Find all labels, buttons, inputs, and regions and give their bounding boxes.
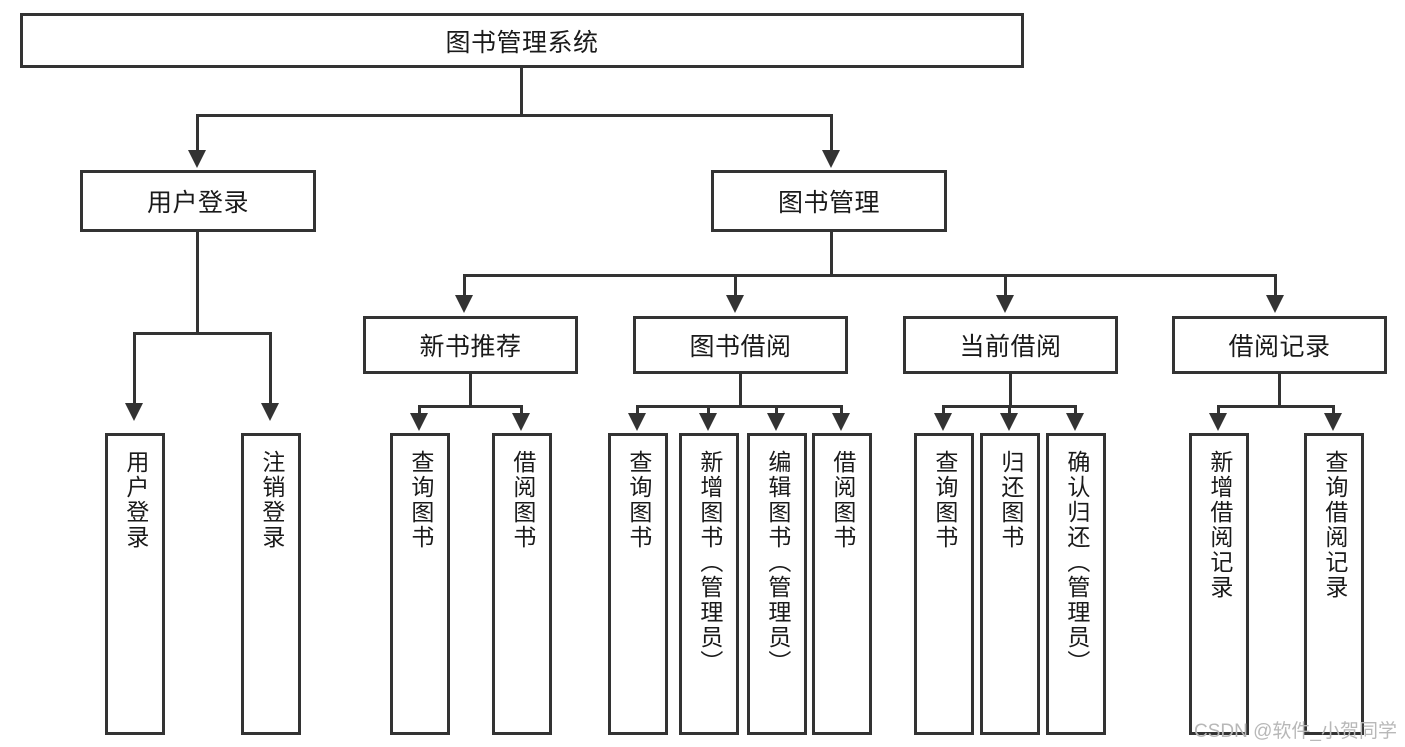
node-label: 编辑图书（管理员） [764,450,791,675]
arrow-book-mgmt-child-3 [996,295,1014,313]
leaf-user-login-logout[interactable]: 注销登录 [241,433,301,735]
arrow-new-book-child-2 [512,413,530,431]
arrow-current-borrow-child-1 [934,413,952,431]
node-user-login[interactable]: 用户登录 [80,170,316,232]
edge-user-login-child-2 [269,332,272,405]
node-label: 图书借阅 [689,333,792,361]
leaf-book-borrow-borrow[interactable]: 借阅图书 [812,433,872,735]
node-label: 图书管理系统 [445,28,599,57]
edge-book-mgmt-stem [830,232,833,276]
edge-root-to-book-mgmt [830,114,833,152]
arrow-current-borrow-child-2 [1000,413,1018,431]
arrow-borrow-record-child-2 [1324,413,1342,431]
node-label: 确认归还（管理员） [1063,450,1090,675]
node-label: 查询图书 [407,450,434,550]
edge-new-book-child-2 [520,405,523,419]
arrow-book-borrow-child-2 [699,413,717,431]
leaf-current-borrow-confirm[interactable]: 确认归还（管理员） [1046,433,1106,735]
edge-borrow-record-bus [1217,405,1335,408]
edge-current-borrow-child-1 [942,405,945,419]
edge-current-borrow-child-3 [1074,405,1077,419]
leaf-new-book-borrow[interactable]: 借阅图书 [492,433,552,735]
edge-book-mgmt-child-4 [1274,274,1277,307]
leaf-current-borrow-query[interactable]: 查询图书 [914,433,974,735]
edge-borrow-record-stem [1278,374,1281,407]
leaf-book-borrow-add[interactable]: 新增图书（管理员） [679,433,739,735]
arrow-new-book-child-1 [410,413,428,431]
leaf-book-borrow-query[interactable]: 查询图书 [608,433,668,735]
node-label: 当前借阅 [959,333,1062,361]
edge-root-bus [196,114,833,117]
node-label: 借阅图书 [509,450,536,550]
leaf-borrow-record-add[interactable]: 新增借阅记录 [1189,433,1249,735]
edge-borrow-record-child-1 [1217,405,1220,419]
leaf-user-login-login[interactable]: 用户登录 [105,433,165,735]
node-current-borrow[interactable]: 当前借阅 [903,316,1118,374]
node-label: 新增借阅记录 [1206,450,1233,600]
edge-book-borrow-child-2 [707,405,710,419]
arrow-book-mgmt-child-4 [1266,295,1284,313]
node-label: 注销登录 [258,450,285,550]
edge-book-mgmt-child-2 [734,274,737,307]
edge-borrow-record-child-2 [1332,405,1335,419]
node-label: 借阅图书 [829,450,856,550]
arrow-book-mgmt-child-1 [455,295,473,313]
edge-user-login-stem [196,232,199,334]
node-label: 归还图书 [997,450,1024,550]
node-label: 用户登录 [146,189,249,217]
edge-root-to-user-login [196,114,199,152]
edge-book-mgmt-child-3 [1004,274,1007,307]
edge-current-borrow-child-2 [1008,405,1011,419]
edge-book-borrow-stem [739,374,742,407]
edge-new-book-child-1 [418,405,421,419]
edge-book-borrow-child-1 [636,405,639,419]
node-label: 查询图书 [931,450,958,550]
edge-book-borrow-child-3 [775,405,778,419]
edge-current-borrow-stem [1009,374,1012,407]
leaf-current-borrow-return[interactable]: 归还图书 [980,433,1040,735]
arrow-book-borrow-child-1 [628,413,646,431]
node-label: 查询借阅记录 [1321,450,1348,600]
edge-book-mgmt-bus [463,274,1277,277]
edge-user-login-bus [133,332,272,335]
arrow-user-login-child-1 [125,403,143,421]
node-book-borrow[interactable]: 图书借阅 [633,316,848,374]
arrow-to-user-login [188,150,206,168]
node-new-book-recommend[interactable]: 新书推荐 [363,316,578,374]
arrow-to-book-mgmt [822,150,840,168]
edge-book-borrow-bus [636,405,842,408]
leaf-borrow-record-query[interactable]: 查询借阅记录 [1304,433,1364,735]
arrow-borrow-record-child-1 [1209,413,1227,431]
leaf-new-book-query[interactable]: 查询图书 [390,433,450,735]
arrow-user-login-child-2 [261,403,279,421]
edge-new-book-stem [469,374,472,407]
node-label: 图书管理 [777,189,880,217]
edge-book-borrow-child-4 [840,405,843,419]
node-label: 查询图书 [625,450,652,550]
edge-user-login-child-1 [133,332,136,405]
node-label: 新增图书（管理员） [696,450,723,675]
node-label: 新书推荐 [419,333,522,361]
arrow-book-borrow-child-3 [767,413,785,431]
edge-book-mgmt-child-1 [463,274,466,307]
node-root-system[interactable]: 图书管理系统 [20,13,1024,68]
node-label: 用户登录 [122,450,149,550]
node-book-management[interactable]: 图书管理 [711,170,947,232]
node-label: 借阅记录 [1228,333,1331,361]
edge-new-book-bus [418,405,523,408]
node-borrow-record[interactable]: 借阅记录 [1172,316,1387,374]
arrow-current-borrow-child-3 [1066,413,1084,431]
leaf-book-borrow-edit[interactable]: 编辑图书（管理员） [747,433,807,735]
edge-root-stem [520,68,523,115]
arrow-book-borrow-child-4 [832,413,850,431]
arrow-book-mgmt-child-2 [726,295,744,313]
